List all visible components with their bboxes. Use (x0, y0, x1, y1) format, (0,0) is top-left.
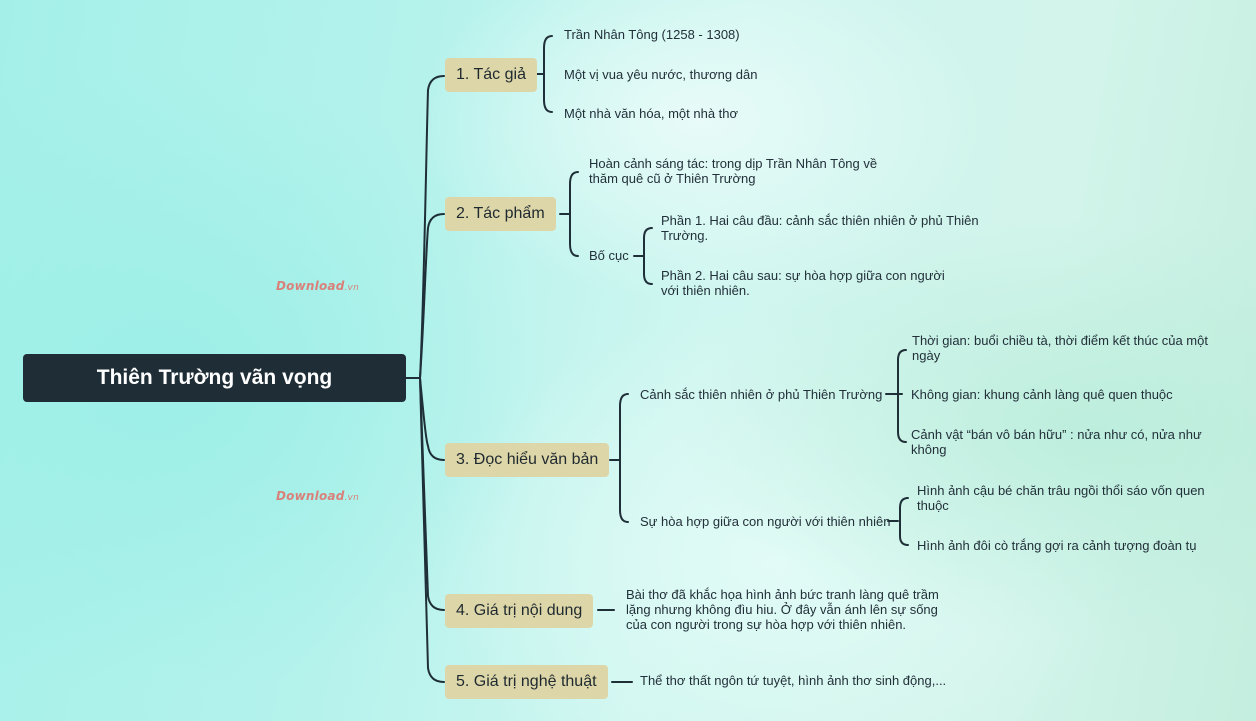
branch-gia-tri-nghe-thuat[interactable]: 5. Giá trị nghệ thuật (445, 665, 608, 699)
leaf-node[interactable]: Hình ảnh cậu bé chăn trâu ngồi thổi sáo … (917, 483, 1205, 513)
branch-label: 3. Đọc hiểu văn bản (456, 451, 599, 468)
leaf-node[interactable]: Trần Nhân Tông (1258 - 1308) (564, 27, 740, 42)
watermark-logo: Download.vn (276, 279, 359, 293)
leaf-node[interactable]: Phần 1. Hai câu đầu: cảnh sắc thiên nhiê… (661, 213, 979, 243)
branch-label: 1. Tác giả (456, 66, 526, 83)
leaf-node[interactable]: Bài thơ đã khắc họa hình ảnh bức tranh l… (626, 587, 939, 632)
watermark-brand: Download (276, 489, 345, 503)
sub-branch-bo-cuc[interactable]: Bố cục (589, 248, 629, 263)
leaf-node[interactable]: Thể thơ thất ngôn tứ tuyệt, hình ảnh thơ… (640, 673, 947, 688)
watermark-tld: .vn (344, 493, 359, 503)
branch-doc-hieu-van-ban[interactable]: 3. Đọc hiểu văn bản (445, 443, 610, 477)
leaf-node[interactable]: Phần 2. Hai câu sau: sự hòa hợp giữa con… (661, 268, 945, 298)
leaf-node[interactable]: Cảnh vật “bán vô bán hữu” : nửa như có, … (911, 427, 1202, 457)
branch-label: 2. Tác phẩm (456, 205, 545, 222)
leaf-node[interactable]: Hoàn cảnh sáng tác: trong dịp Trần Nhân … (589, 156, 878, 186)
leaf-node[interactable]: Một vị vua yêu nước, thương dân (564, 67, 758, 82)
branch-label: 5. Giá trị nghệ thuật (456, 673, 597, 690)
sub-branch-canh-sac[interactable]: Cảnh sắc thiên nhiên ở phủ Thiên Trường (640, 387, 883, 402)
watermark-tld: .vn (344, 283, 359, 293)
branch-tac-pham[interactable]: 2. Tác phẩm (445, 197, 556, 231)
root-title: Thiên Trường vãn vọng (96, 366, 333, 389)
watermark-logo: Download.vn (276, 489, 359, 503)
leaf-node[interactable]: Một nhà văn hóa, một nhà thơ (564, 106, 739, 121)
sub-branch-su-hoa-hop[interactable]: Sự hòa hợp giữa con người với thiên nhiê… (640, 514, 891, 529)
leaf-node[interactable]: Hình ảnh đôi cò trắng gợi ra cảnh tượng … (917, 538, 1197, 553)
branch-gia-tri-noi-dung[interactable]: 4. Giá trị nội dung (445, 594, 594, 628)
watermark-brand: Download (276, 279, 345, 293)
branch-label: 4. Giá trị nội dung (456, 602, 583, 619)
root-node[interactable]: Thiên Trường vãn vọng (23, 354, 406, 402)
leaf-node[interactable]: Không gian: khung cảnh làng quê quen thu… (911, 387, 1173, 402)
leaf-node[interactable]: Thời gian: buổi chiều tà, thời điểm kết … (912, 333, 1208, 363)
branch-tac-gia[interactable]: 1. Tác giả (445, 58, 537, 92)
